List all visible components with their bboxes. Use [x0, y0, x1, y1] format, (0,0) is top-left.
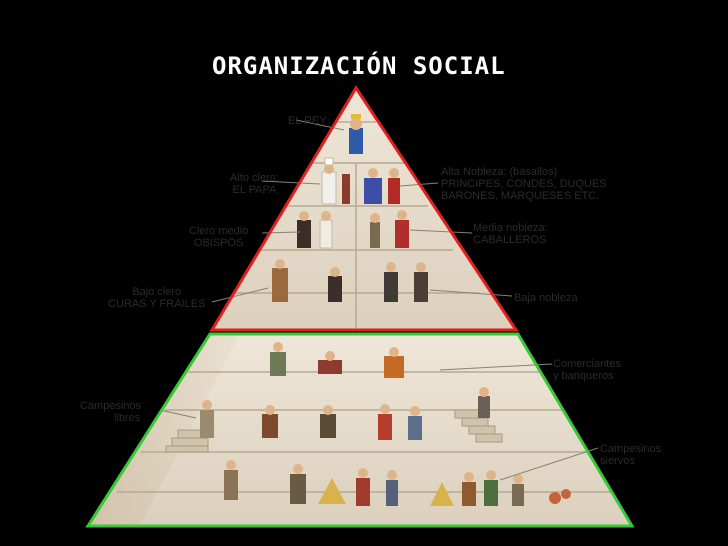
label-low-clergy-line2: CURAS Y FRAILES	[108, 298, 206, 310]
stairs	[165, 409, 503, 453]
privileged-outline	[209, 85, 519, 332]
label-merchants-line1: Comerciantes	[553, 358, 621, 370]
label-middle-nobility-line2: CABALLEROS	[473, 234, 547, 246]
priest-friar-figures	[272, 259, 342, 302]
label-free-peasants-line2: libres	[114, 412, 141, 424]
label-merchants: Comerciantes y banqueros	[553, 358, 621, 382]
merchant-figures	[270, 342, 404, 378]
label-high-nobility-line2: PRINCIPES, CONDES, DUQUES	[441, 178, 607, 190]
label-king: EL REY	[288, 115, 327, 127]
label-high-nobility-line3: BARONES, MARQUESES ETC.	[441, 190, 600, 202]
label-high-nobility-line1: Alta Nobleza: (basallos)	[441, 166, 558, 178]
knight-figures	[370, 210, 409, 248]
label-serfs-line2: siervos	[600, 455, 635, 467]
label-merchants-line2: y banqueros	[553, 370, 614, 382]
label-middle-nobility: Media nobleza: CABALLEROS	[473, 222, 548, 246]
high-nobility-figures	[364, 168, 400, 204]
label-middle-nobility-line1: Media nobleza:	[473, 222, 548, 234]
label-low-nobility: Baja nobleza	[514, 292, 578, 304]
low-nobility-figures	[384, 262, 428, 302]
label-low-clergy-line1: Bajo clero	[132, 286, 182, 298]
label-high-clergy-line1: Alto clero:	[230, 172, 279, 184]
label-serfs-line1: Campesinos	[600, 443, 662, 455]
label-low-clergy: Bajo clero CURAS Y FRAILES	[108, 286, 205, 310]
label-high-clergy: Alto clero: EL PAPA	[230, 172, 279, 196]
bishop-figures	[297, 211, 333, 249]
privileged-estate-pyramid	[212, 88, 516, 330]
label-middle-clergy: Clero medio OBISPOS	[189, 225, 248, 249]
free-peasant-figures	[200, 387, 490, 440]
label-middle-clergy-line1: Clero medio	[189, 225, 249, 237]
diagram-title: Organización social	[212, 52, 506, 80]
king-figure	[349, 114, 363, 154]
pope-figure	[321, 157, 350, 205]
non-privileged-estate-pyramid	[88, 334, 632, 526]
label-middle-clergy-line2: OBISPOS	[193, 237, 244, 249]
label-high-nobility: Alta Nobleza: (basallos) PRINCIPES, COND…	[441, 166, 607, 202]
leader-lines	[159, 119, 599, 481]
label-serfs: Campesinos siervos	[600, 443, 661, 467]
label-free-peasants: Campesinos libres	[80, 400, 141, 424]
label-high-clergy-line2: EL PAPA	[232, 184, 277, 196]
non-privileged-outline	[85, 332, 635, 528]
serf-figures	[224, 460, 571, 506]
label-free-peasants-line1: Campesinos	[80, 400, 142, 412]
